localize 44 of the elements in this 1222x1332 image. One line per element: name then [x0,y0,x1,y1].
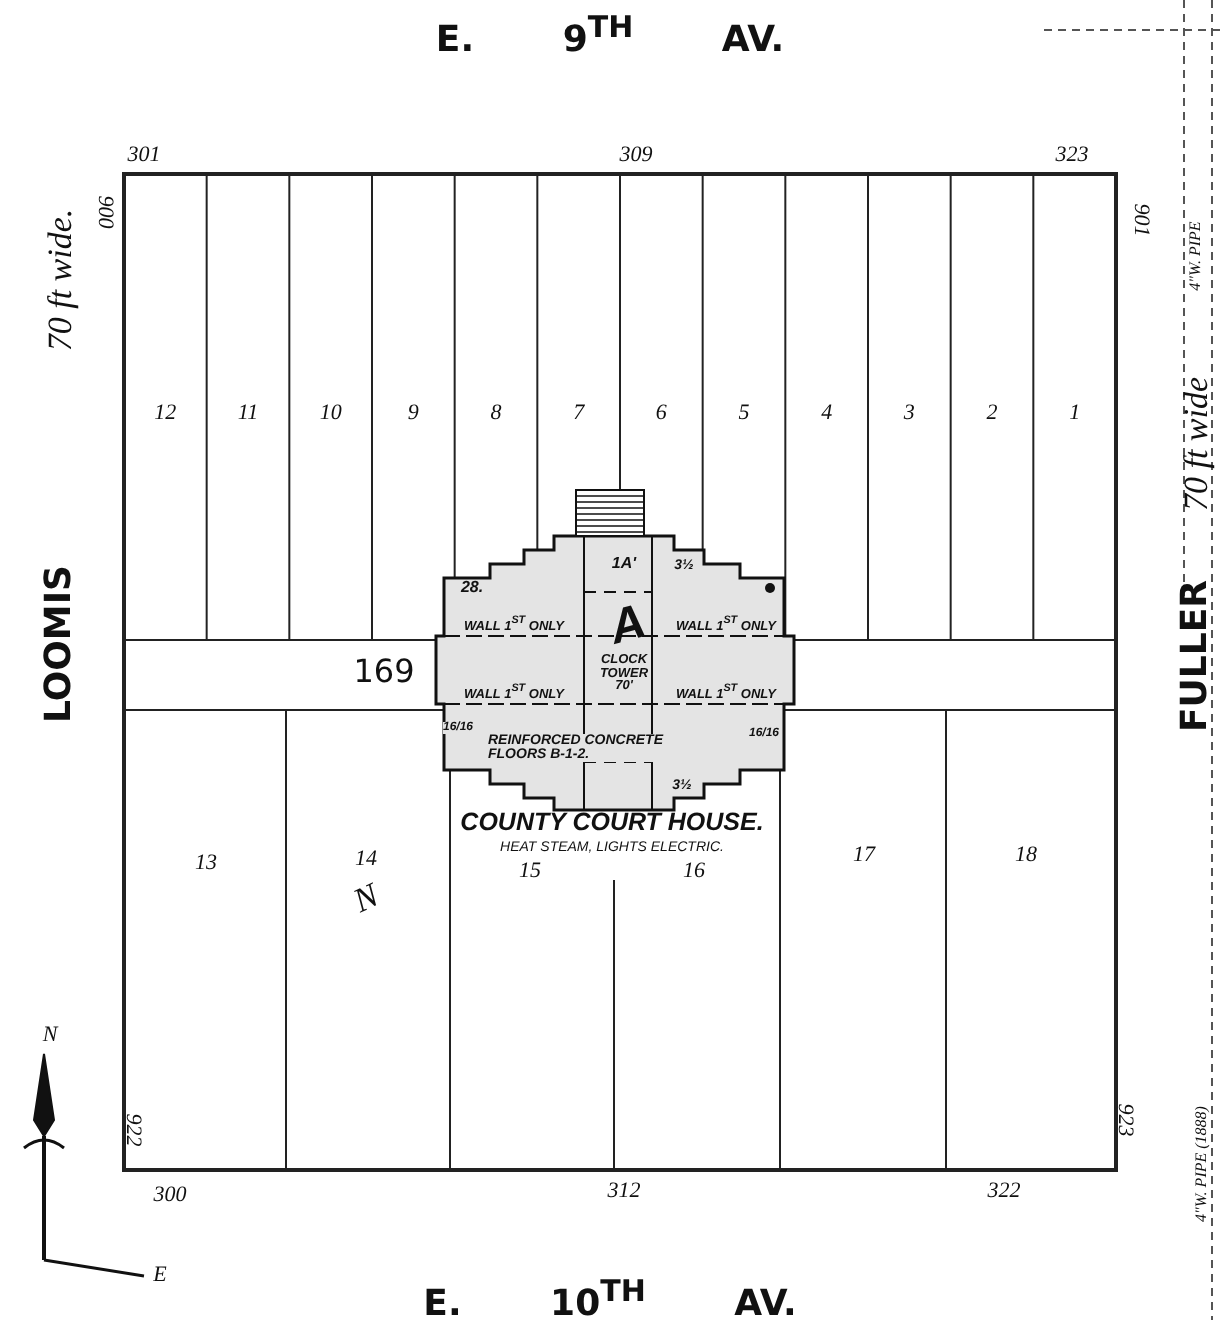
lot-number: 7 [573,403,585,425]
house-number: 922 [121,1113,143,1147]
block-number: 169 [353,656,415,688]
street-name: FULLER [1178,580,1214,732]
lot-number: 6 [655,403,667,425]
house-number: 923 [1113,1103,1135,1137]
lot-number: 8 [490,403,502,425]
street-name: E. 10$^{TH}$ AV. [423,1277,797,1323]
lot-number: 11 [237,403,259,425]
story-mark: 1A' [611,556,637,572]
pipe-note: 4"W. PIPE [1188,221,1204,291]
lot-number: 3 [903,403,915,425]
house-number: 309 [619,145,653,167]
street-width-note: 70 ft wide [1179,376,1213,512]
compass-letter: N [42,1025,58,1047]
survey-mark: N [348,877,384,919]
house-number: 301 [127,145,161,167]
house-number: 312 [607,1181,641,1203]
lot-number: 12 [154,403,177,425]
lot-number: 15 [519,861,541,883]
lot-number: 5 [738,403,750,425]
house-number: 900 [93,195,115,229]
house-number: 323 [1055,145,1089,167]
pipe-note: 4"W. PIPE (1888) [1194,1106,1210,1222]
house-number: 901 [1129,203,1151,237]
lot-number: 1 [1069,403,1081,425]
lot-number: 18 [1015,845,1037,867]
house-number: 322 [987,1181,1021,1203]
lot-number: 4 [821,403,833,425]
street-name: LOOMIS [42,565,78,723]
building-name: COUNTY COURT HOUSE. [460,809,764,835]
lot-number: 16 [683,861,705,883]
lot-number: 17 [853,845,875,867]
lot-number: 2 [986,403,998,425]
street-width-note: 70 ft wide. [43,208,77,352]
street-name: E. 9$^{TH}$ AV. [435,13,785,59]
compass-letter: E [153,1265,167,1287]
building-letter: A [605,598,651,654]
lot-number: 14 [355,849,377,871]
lot-number: 13 [195,853,217,875]
lot-number: 10 [319,403,342,425]
height-mark: 28. [460,580,484,596]
lot-number: 9 [407,403,419,425]
house-number: 300 [153,1185,187,1207]
